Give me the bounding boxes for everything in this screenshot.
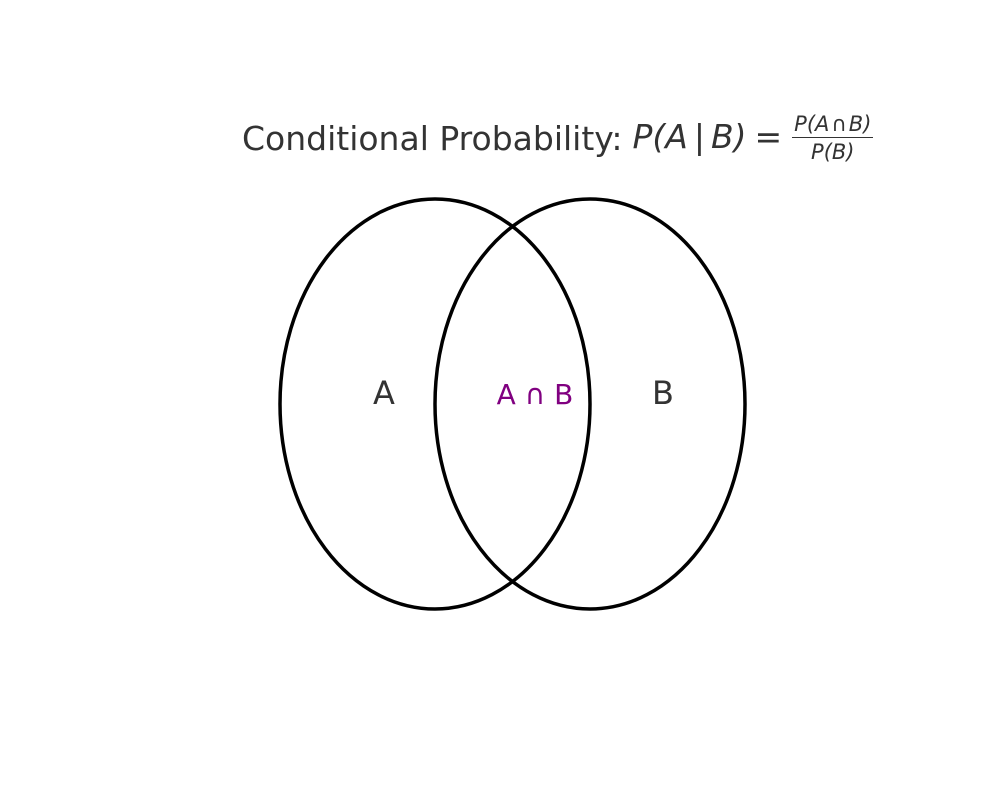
intersection-label: A ∩ B <box>497 378 574 411</box>
formula-denominator: P(B) <box>811 140 855 165</box>
set-a-label: A <box>373 374 395 412</box>
formula-lhs-p: P <box>632 116 653 156</box>
title-formula: P(A|B)= P(A∩B) P(B) <box>632 112 874 165</box>
formula-lhs-close: ) <box>733 116 747 156</box>
title-prefix: Conditional Probability: <box>242 118 623 158</box>
numerator-op: ∩ <box>831 111 847 136</box>
diagram-title: Conditional Probability: P(A|B)= P(A∩B) … <box>242 108 874 168</box>
formula-equals: = <box>754 116 783 156</box>
fraction-rule <box>792 136 874 139</box>
set-b-label: B <box>652 374 674 412</box>
numerator-pre: P(A <box>794 111 830 136</box>
set-a-ellipse <box>278 197 592 611</box>
formula-fraction: P(A∩B) P(B) <box>792 112 874 165</box>
formula-lhs-b: B <box>711 116 734 156</box>
formula-numerator: P(A∩B) <box>792 112 873 136</box>
formula-given-bar: | <box>693 116 705 156</box>
formula-lhs-a: A <box>665 116 688 156</box>
formula-lhs-open: ( <box>652 116 666 156</box>
numerator-post: B) <box>848 111 872 136</box>
set-b-ellipse <box>433 197 747 611</box>
